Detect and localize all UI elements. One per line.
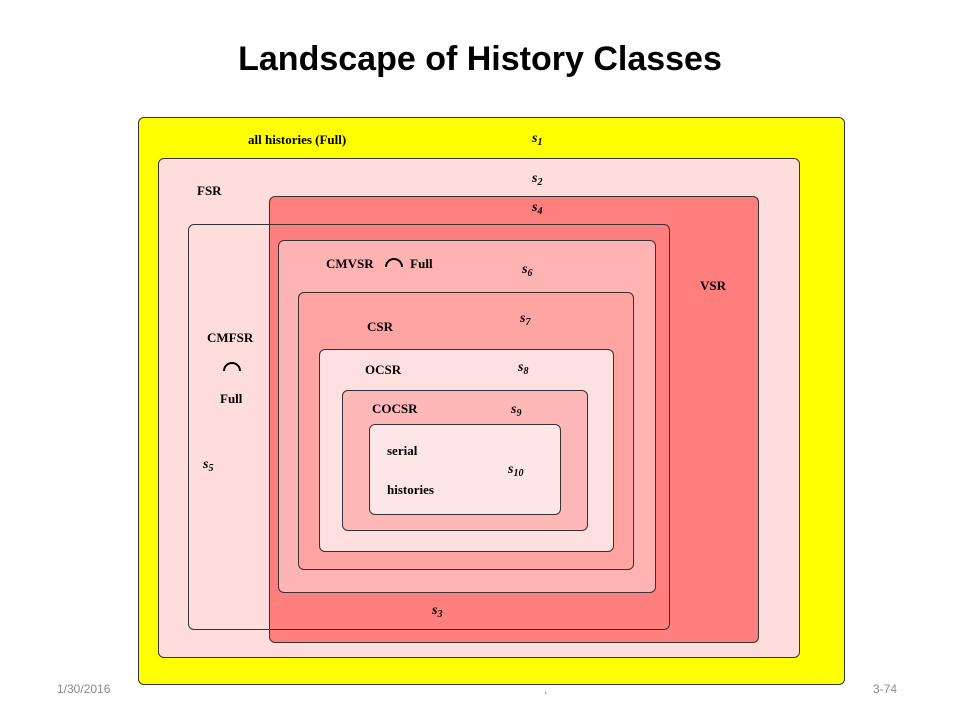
sample-s8: s8 — [518, 360, 529, 377]
label-serial-2: histories — [387, 482, 434, 497]
sample-s2: s2 — [532, 171, 543, 188]
intersection-icon — [384, 258, 403, 267]
label-cmfsr: CMFSR — [207, 330, 254, 345]
label-csr: CSR — [367, 319, 394, 334]
label-cocsr: COCSR — [372, 401, 418, 416]
footer-page: 3-74 — [873, 682, 898, 696]
sample-s5: s5 — [203, 457, 214, 474]
sample-s4: s4 — [532, 200, 543, 217]
sample-s10: s10 — [508, 462, 524, 479]
label-cmvsr: CMVSR Full — [326, 256, 433, 272]
label-serial-1: serial — [387, 443, 418, 458]
sample-s7: s7 — [520, 311, 531, 328]
label-cmfsr-full: Full — [220, 391, 243, 406]
slide-title: Landscape of History Classes — [238, 40, 722, 78]
region-cmfsr — [188, 224, 670, 630]
footer-date: 1/30/2016 — [57, 682, 111, 696]
footer-center: , — [544, 682, 548, 696]
sample-s9: s9 — [511, 402, 522, 419]
label-full: all histories (Full) — [248, 132, 347, 147]
sample-s6: s6 — [522, 262, 533, 279]
label-vsr: VSR — [700, 278, 727, 293]
label-ocsr: OCSR — [365, 362, 402, 377]
region-serial — [369, 424, 561, 515]
sample-s3: s3 — [432, 603, 443, 620]
label-cmvsr-full: Full — [410, 256, 433, 271]
intersection-icon — [223, 362, 241, 371]
sample-s1: s1 — [532, 131, 543, 148]
label-fsr: FSR — [197, 183, 222, 198]
label-cmvsr-text: CMVSR — [326, 256, 374, 271]
